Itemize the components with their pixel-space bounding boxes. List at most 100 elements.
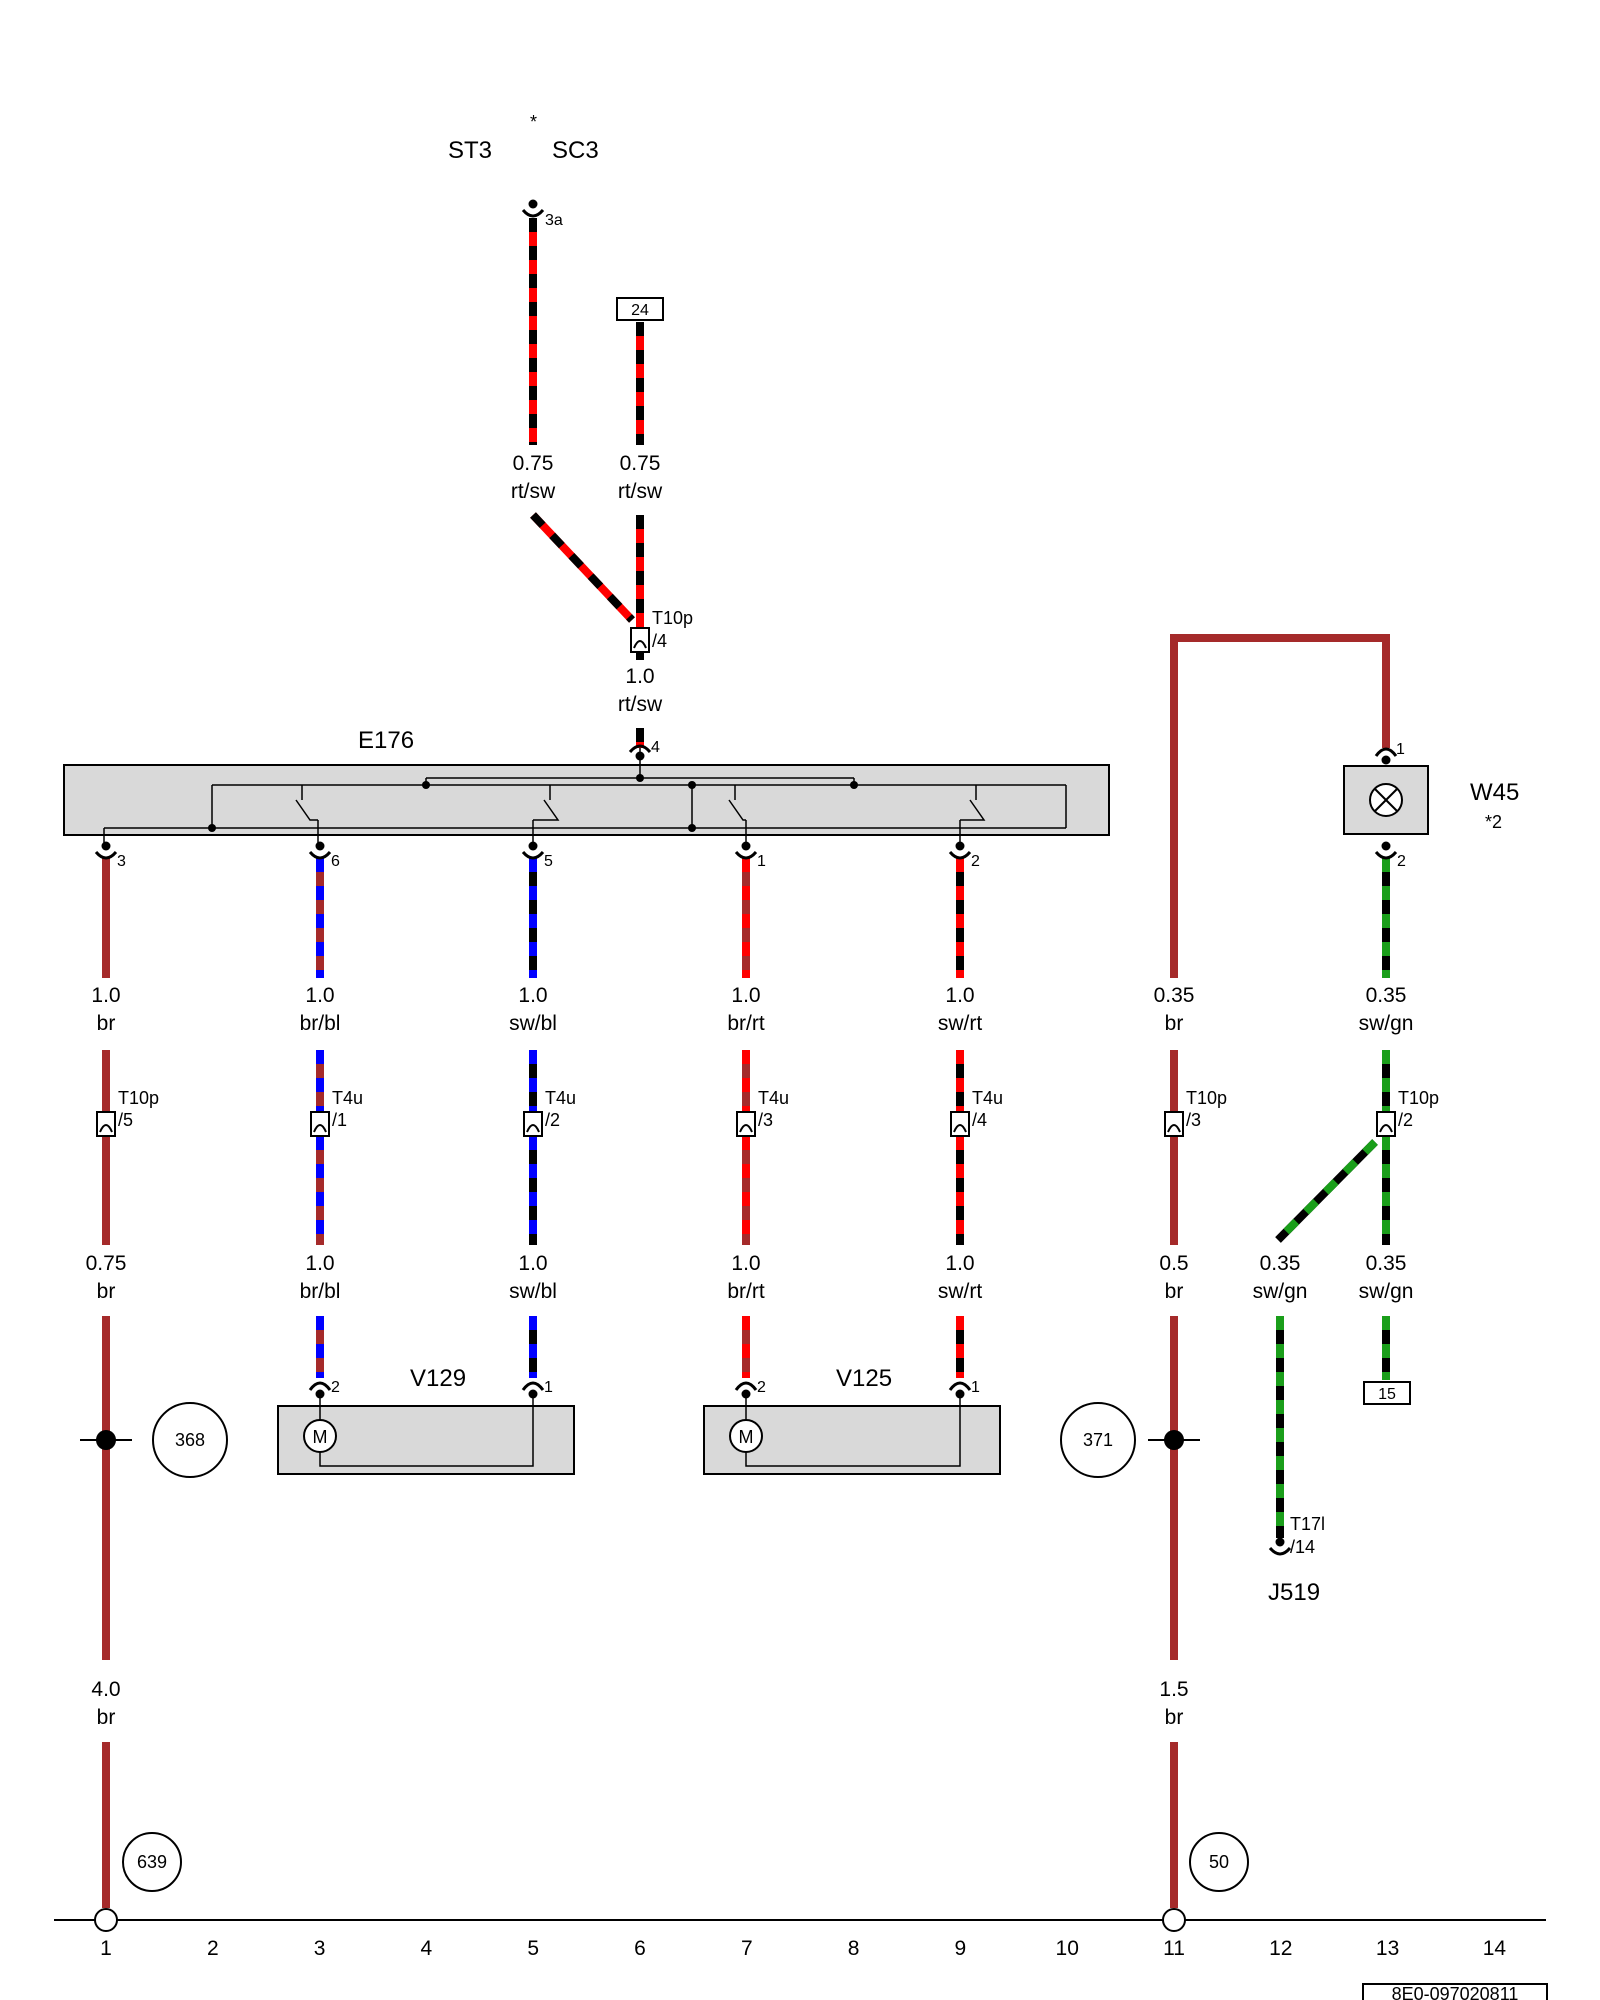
wire-color: br/rt <box>727 1012 765 1035</box>
wire-size: 1.0 <box>731 984 760 1007</box>
wire-size: 1.0 <box>518 984 547 1007</box>
pin-dot <box>315 841 325 851</box>
track-number: 14 <box>1483 1937 1507 1960</box>
motor-symbol-label: M <box>739 1427 754 1447</box>
track-number: 4 <box>421 1937 433 1960</box>
connector-name: T10p <box>1398 1088 1439 1108</box>
motor-internal-line <box>319 1394 534 1467</box>
wire-size: 0.75 <box>513 452 554 475</box>
connector-pin: /4 <box>652 631 667 651</box>
motor-label: V129 <box>410 1365 466 1392</box>
track-number: 1 <box>100 1937 112 1960</box>
pin-label: 1 <box>757 853 766 870</box>
e176-pin: 2 <box>948 841 980 870</box>
j519-conn-name: T17l <box>1290 1514 1325 1534</box>
ref-label: 50 <box>1209 1852 1229 1872</box>
track-number: 8 <box>848 1937 860 1960</box>
pin-label: 1 <box>544 1379 553 1396</box>
wire-stripe <box>1275 1139 1378 1243</box>
j519-connector: T17l /14 <box>1268 1514 1325 1557</box>
connector: T10p/2 <box>1376 1088 1439 1137</box>
wire-color: br <box>1165 1012 1184 1035</box>
pin-hook <box>308 1381 332 1391</box>
e176-pin: 6 <box>308 841 340 870</box>
component-j519-label: J519 <box>1268 1579 1320 1606</box>
wire-size: 0.35 <box>1154 984 1195 1007</box>
j519-conn-pin: /14 <box>1290 1537 1315 1557</box>
ref-371: 371 <box>1060 1402 1200 1478</box>
track-number: 5 <box>527 1937 539 1960</box>
wire-stripe <box>530 512 635 623</box>
terminal-15-label: 15 <box>1378 1386 1396 1403</box>
pin-dot <box>315 1389 325 1399</box>
component-w45-label: W45 <box>1470 779 1519 806</box>
connector-pin: /3 <box>758 1110 773 1130</box>
terminal-24-box <box>616 297 664 321</box>
wire-color: sw/rt <box>938 1012 982 1035</box>
label-sc3: SC3 <box>552 137 599 164</box>
connector-name: T4u <box>332 1088 363 1108</box>
connector-contact <box>99 1124 113 1133</box>
wire-color: br <box>97 1280 116 1303</box>
track-number: 9 <box>955 1937 967 1960</box>
ref-label: 639 <box>137 1852 167 1872</box>
wire-size: 1.0 <box>305 984 334 1007</box>
connector-contact <box>526 1124 540 1133</box>
pin-label: 1 <box>971 1379 980 1396</box>
wire-label-row-2: 0.75br1.0br/bl1.0sw/bl1.0br/rt1.0sw/rt0.… <box>86 1252 1414 1303</box>
pin-dot <box>741 841 751 851</box>
pin-hook <box>521 850 545 860</box>
e176-pin: 5 <box>521 841 553 870</box>
pin-hook <box>94 850 118 860</box>
connector-contact <box>313 1124 327 1133</box>
wire-color: sw/rt <box>938 1280 982 1303</box>
connector: T4u/1 <box>310 1088 363 1137</box>
wire-color: sw/bl <box>509 1012 557 1035</box>
wire-size: 0.75 <box>620 452 661 475</box>
ground-point-1 <box>94 1908 118 1932</box>
e176-pin-4: 4 <box>628 739 660 761</box>
terminal-24-label: 24 <box>631 302 649 319</box>
wire-color: br <box>1165 1280 1184 1303</box>
track-number: 7 <box>741 1937 753 1960</box>
wire-size: 1.0 <box>945 1252 974 1275</box>
document-id-text: 8E0-097020811 <box>1392 1984 1519 2000</box>
connector-pin: /2 <box>545 1110 560 1130</box>
connector: T10p/3 <box>1164 1088 1227 1137</box>
wire-size: 1.0 <box>305 1252 334 1275</box>
ground-point-11 <box>1162 1908 1186 1932</box>
motor-symbol-label: M <box>313 1427 328 1447</box>
connector-contact <box>739 1124 753 1133</box>
e176-pin: 1 <box>734 841 766 870</box>
wire-color: br/bl <box>300 1280 341 1303</box>
motor-label: V125 <box>836 1365 892 1392</box>
component-e176-label: E176 <box>358 727 414 754</box>
connector-name: T4u <box>545 1088 576 1108</box>
wire-color: rt/sw <box>511 480 556 503</box>
connector-pin: /5 <box>118 1110 133 1130</box>
wire-size: 0.35 <box>1260 1252 1301 1275</box>
pin-label: 5 <box>544 853 553 870</box>
terminal-15-box <box>1363 1381 1411 1405</box>
pin-label: 6 <box>331 853 340 870</box>
connector-pin: /3 <box>1186 1110 1201 1130</box>
pin-hook <box>734 1381 758 1391</box>
wire-color: br <box>1165 1706 1184 1729</box>
connector-pin: /2 <box>1398 1110 1413 1130</box>
wire-color: br <box>97 1012 116 1035</box>
pin-label: 3 <box>117 853 126 870</box>
pin-label: 3a <box>545 212 563 229</box>
connector: T4u/4 <box>950 1088 1003 1137</box>
pin-label: 4 <box>651 739 660 756</box>
wire-size: 1.0 <box>518 1252 547 1275</box>
pin-label: 2 <box>971 853 980 870</box>
wire-size: 0.5 <box>1159 1252 1188 1275</box>
connector: T4u/3 <box>736 1088 789 1137</box>
connector-pin-3a: 3a <box>521 199 563 229</box>
connector: T10p/5 <box>96 1088 159 1137</box>
connector-pin: /4 <box>972 1110 987 1130</box>
wire-layer <box>102 218 1390 1908</box>
pin-dot <box>955 1389 965 1399</box>
pin-dot <box>955 841 965 851</box>
connector-name: T10p <box>1186 1088 1227 1108</box>
